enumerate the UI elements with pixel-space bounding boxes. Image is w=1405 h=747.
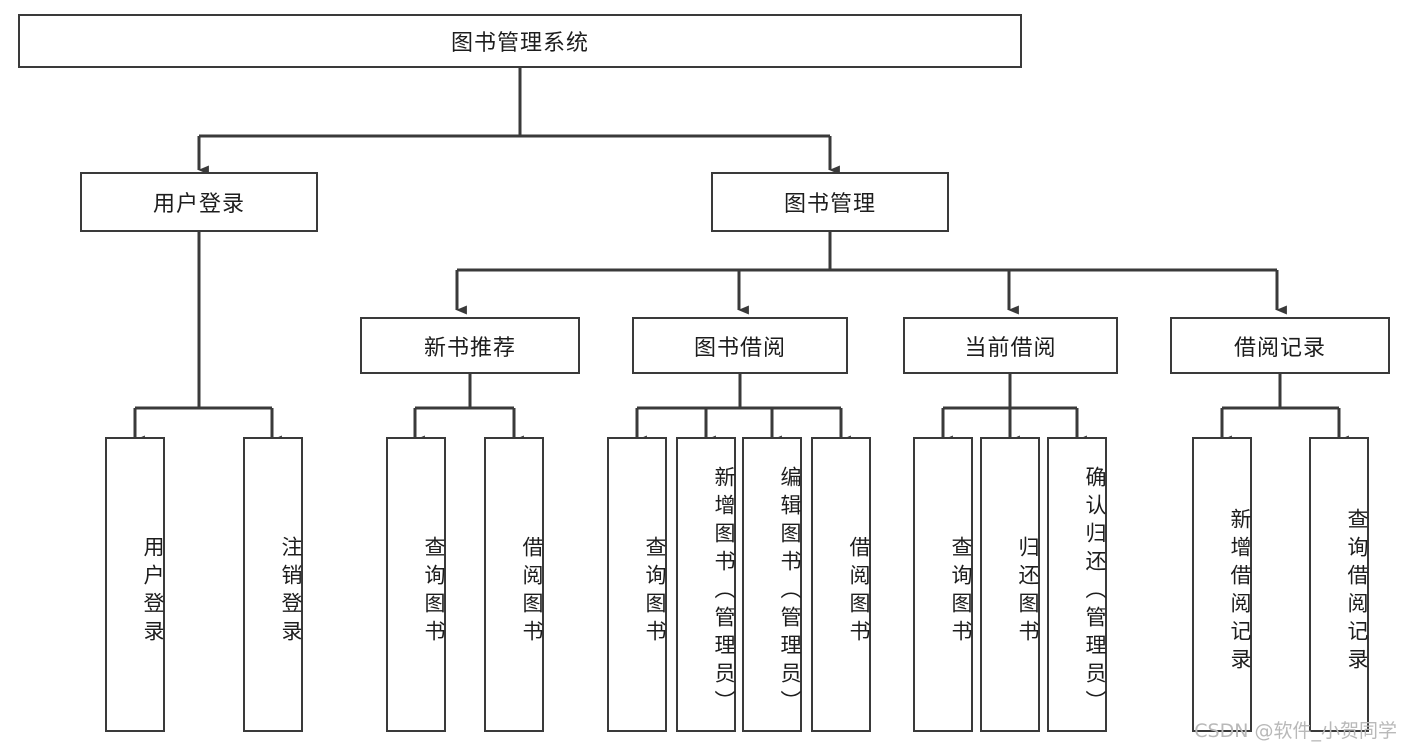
node-new-book-recommend-label: 新书推荐 xyxy=(423,335,516,361)
node-leaf-user-login-label: 用户登录 xyxy=(141,535,165,648)
node-leaf-query-books-1-label: 查询图书 xyxy=(422,535,446,648)
node-leaf-query-borrow-record[interactable]: 查询借阅记录 xyxy=(1309,437,1369,732)
node-leaf-add-book-admin-label: 新增图书（管理员） xyxy=(712,465,736,718)
node-leaf-return-books-label: 归还图书 xyxy=(1016,535,1040,648)
node-leaf-logout[interactable]: 注销登录 xyxy=(243,437,303,732)
node-leaf-query-borrow-record-label: 查询借阅记录 xyxy=(1345,507,1369,676)
node-leaf-query-books-1[interactable]: 查询图书 xyxy=(386,437,446,732)
node-leaf-confirm-return-admin[interactable]: 确认归还（管理员） xyxy=(1047,437,1107,732)
node-leaf-query-books-3[interactable]: 查询图书 xyxy=(913,437,973,732)
node-leaf-edit-book-admin-label: 编辑图书（管理员） xyxy=(778,465,802,718)
node-root-label: 图书管理系统 xyxy=(450,31,589,56)
node-book-borrow-label: 图书借阅 xyxy=(693,335,786,361)
node-leaf-user-login[interactable]: 用户登录 xyxy=(105,437,165,732)
node-book-management-label: 图书管理 xyxy=(783,192,876,217)
node-leaf-add-borrow-record-label: 新增借阅记录 xyxy=(1228,507,1252,676)
node-leaf-query-books-2[interactable]: 查询图书 xyxy=(607,437,667,732)
node-leaf-confirm-return-admin-label: 确认归还（管理员） xyxy=(1083,465,1107,718)
watermark: CSDN @软件_小贺同学 xyxy=(1194,720,1397,742)
node-leaf-query-books-2-label: 查询图书 xyxy=(643,535,667,648)
node-borrow-records[interactable]: 借阅记录 xyxy=(1170,317,1390,374)
node-borrow-records-label: 借阅记录 xyxy=(1233,335,1326,361)
node-current-borrow-label: 当前借阅 xyxy=(964,335,1057,361)
node-current-borrow[interactable]: 当前借阅 xyxy=(903,317,1118,374)
node-leaf-add-book-admin[interactable]: 新增图书（管理员） xyxy=(676,437,736,732)
node-leaf-edit-book-admin[interactable]: 编辑图书（管理员） xyxy=(742,437,802,732)
node-root[interactable]: 图书管理系统 xyxy=(18,14,1022,68)
node-leaf-borrow-books-2[interactable]: 借阅图书 xyxy=(811,437,871,732)
node-leaf-return-books[interactable]: 归还图书 xyxy=(980,437,1040,732)
node-leaf-add-borrow-record[interactable]: 新增借阅记录 xyxy=(1192,437,1252,732)
node-user-login[interactable]: 用户登录 xyxy=(80,172,318,232)
node-leaf-borrow-books-2-label: 借阅图书 xyxy=(847,535,871,648)
node-user-login-label: 用户登录 xyxy=(152,192,245,217)
node-new-book-recommend[interactable]: 新书推荐 xyxy=(360,317,580,374)
node-book-management[interactable]: 图书管理 xyxy=(711,172,949,232)
node-leaf-borrow-books-1[interactable]: 借阅图书 xyxy=(484,437,544,732)
node-book-borrow[interactable]: 图书借阅 xyxy=(632,317,848,374)
node-leaf-query-books-3-label: 查询图书 xyxy=(949,535,973,648)
node-leaf-logout-label: 注销登录 xyxy=(279,535,303,648)
node-leaf-borrow-books-1-label: 借阅图书 xyxy=(520,535,544,648)
